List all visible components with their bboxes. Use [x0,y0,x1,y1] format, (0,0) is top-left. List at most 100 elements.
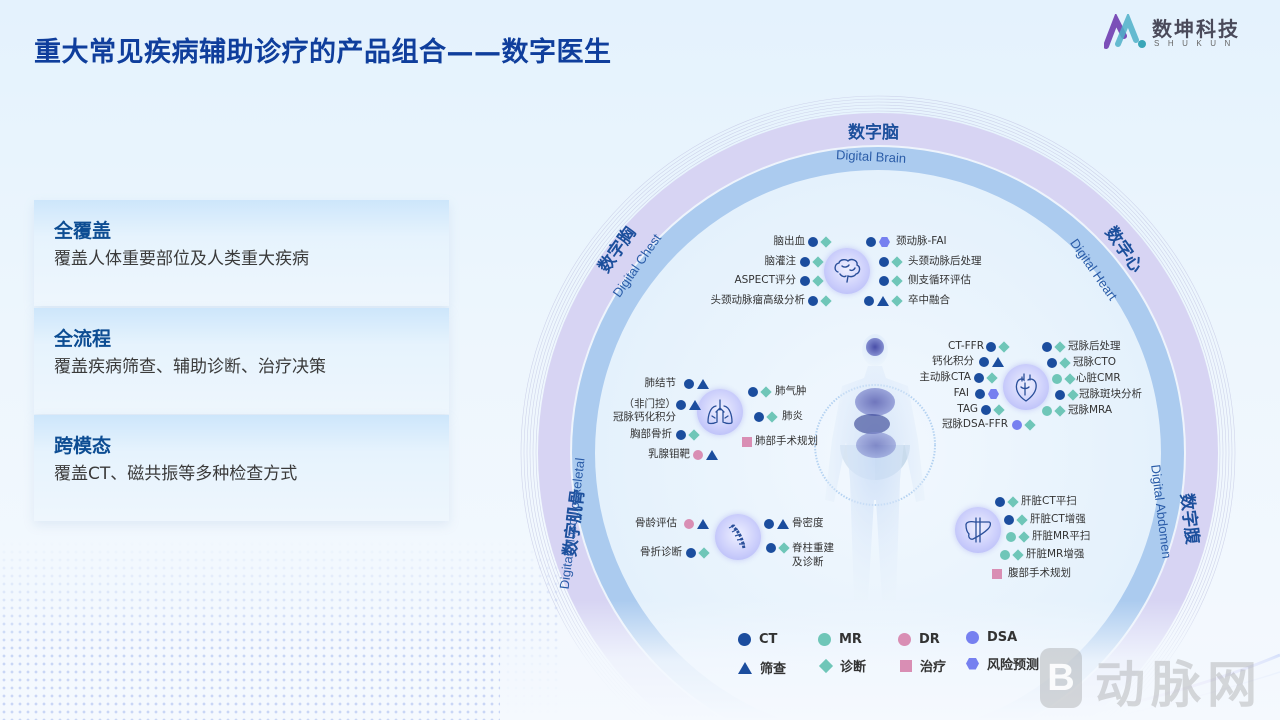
product-marks [676,429,700,441]
treatment-marker-icon [900,659,912,672]
legend: CT MR DR DSA 筛查 诊断 治疗 风险预测 [738,630,1058,680]
diagnosis-marker-icon [812,256,824,268]
feature-desc: 覆盖CT、磁共振等多种检查方式 [54,464,298,484]
diagnosis-marker-icon [986,372,998,384]
product-label: 肝脏CT增强 [1030,513,1086,525]
ct-marker-icon [800,276,810,286]
dr-marker-icon [684,519,694,529]
product-label: 及诊断 [792,556,824,568]
product-marks [1006,531,1030,543]
ct-marker-icon [738,633,751,646]
product-label: 颈动脉-FAI [896,235,947,247]
mr-marker-icon [1052,374,1062,384]
ct-marker-icon [1042,342,1052,352]
product-marks [1047,357,1071,369]
product-label: CT-FFR [948,340,984,352]
product-marks [1052,373,1076,385]
product-label: FAI [953,387,969,399]
product-label: 冠脉CTO [1073,356,1117,368]
ct-marker-icon [676,400,686,410]
diagnosis-marker-icon [1018,531,1030,543]
product-label: 冠脉斑块分析 [1079,388,1142,400]
product-marks [1004,514,1028,526]
heart-icon [1015,373,1037,402]
diagnosis-marker-icon [1012,549,1024,561]
product-label: 肝脏MR增强 [1026,548,1085,560]
dsa-marker-icon [1012,420,1022,430]
ct-marker-icon [879,276,889,286]
risk-marker-icon [966,657,979,670]
diagnosis-marker-icon [1054,405,1066,417]
product-marks [684,378,709,390]
ct-marker-icon [800,257,810,267]
ct-marker-icon [684,379,694,389]
chest-node [697,389,743,435]
product-marks [992,568,1002,580]
ct-marker-icon [686,548,696,558]
product-marks [995,496,1019,508]
ct-marker-icon [764,519,774,529]
watermark-text: 动脉网 [1095,656,1263,714]
diagnosis-marker-icon [812,275,824,287]
mr-marker-icon [1042,406,1052,416]
liver-node [955,507,1001,553]
ct-marker-icon [1047,358,1057,368]
ct-marker-icon [979,357,989,367]
product-marks [808,295,832,307]
ct-marker-icon [986,342,996,352]
product-marks [742,436,752,448]
product-marks [986,341,1010,353]
ct-marker-icon [866,237,876,247]
mr-marker-icon [818,633,831,646]
risk-marker-icon [879,237,890,247]
legend-mr: MR [818,632,862,647]
diagnosis-marker-icon [698,547,710,559]
screening-marker-icon [706,450,718,460]
product-label: 冠脉DSA-FFR [941,418,1008,430]
treatment-marker-icon [992,569,1002,579]
diagnosis-marker-icon [891,295,903,307]
watermark-logo-icon: B [1040,648,1082,708]
legend-label: 风险预测 [987,658,1040,673]
product-label: 肺结节 [644,377,677,389]
product-label: 骨龄评估 [635,517,677,529]
ct-marker-icon [766,543,776,553]
product-label: 骨密度 [792,517,824,529]
product-label: ASPECT评分 [734,274,796,286]
legend-label: MR [839,632,862,647]
spine-node [715,514,761,560]
diagnosis-marker-icon [766,411,778,423]
dr-marker-icon [898,633,911,646]
diagnosis-marker-icon [1064,373,1076,385]
product-marks [800,256,824,268]
legend-label: 筛查 [760,662,787,677]
company-logo: 数坤科技 SHUKUN [1104,12,1274,52]
brain-icon [834,258,861,283]
product-label: 冠脉MRA [1068,404,1113,416]
treatment-marker-icon [742,437,752,447]
product-label: （非门控） [623,398,677,410]
ct-marker-icon [1004,515,1014,525]
ct-marker-icon [981,405,991,415]
product-marks [866,236,890,248]
product-label: 钙化积分 [932,355,974,367]
product-label: 骨折诊断 [640,546,682,558]
product-label: TAG [957,403,978,415]
product-marks [766,542,790,554]
ct-marker-icon [864,296,874,306]
product-label: 头颈动脉后处理 [908,255,982,267]
product-marks [764,518,789,530]
page-title: 重大常见疾病辅助诊疗的产品组合——数字医生 [34,37,612,68]
product-marks [864,295,903,307]
product-marks [676,399,701,411]
product-label: 胸部骨折 [630,428,672,440]
screening-marker-icon [738,661,752,674]
product-marks [754,411,778,423]
brain-node [824,248,870,294]
diagnosis-marker-icon [1067,389,1079,401]
product-marks [693,449,718,461]
diagnosis-marker-icon [1024,419,1036,431]
legend-screening: 筛查 [738,658,786,677]
diagnosis-marker-icon [891,256,903,268]
product-label: 脑出血 [773,235,806,247]
